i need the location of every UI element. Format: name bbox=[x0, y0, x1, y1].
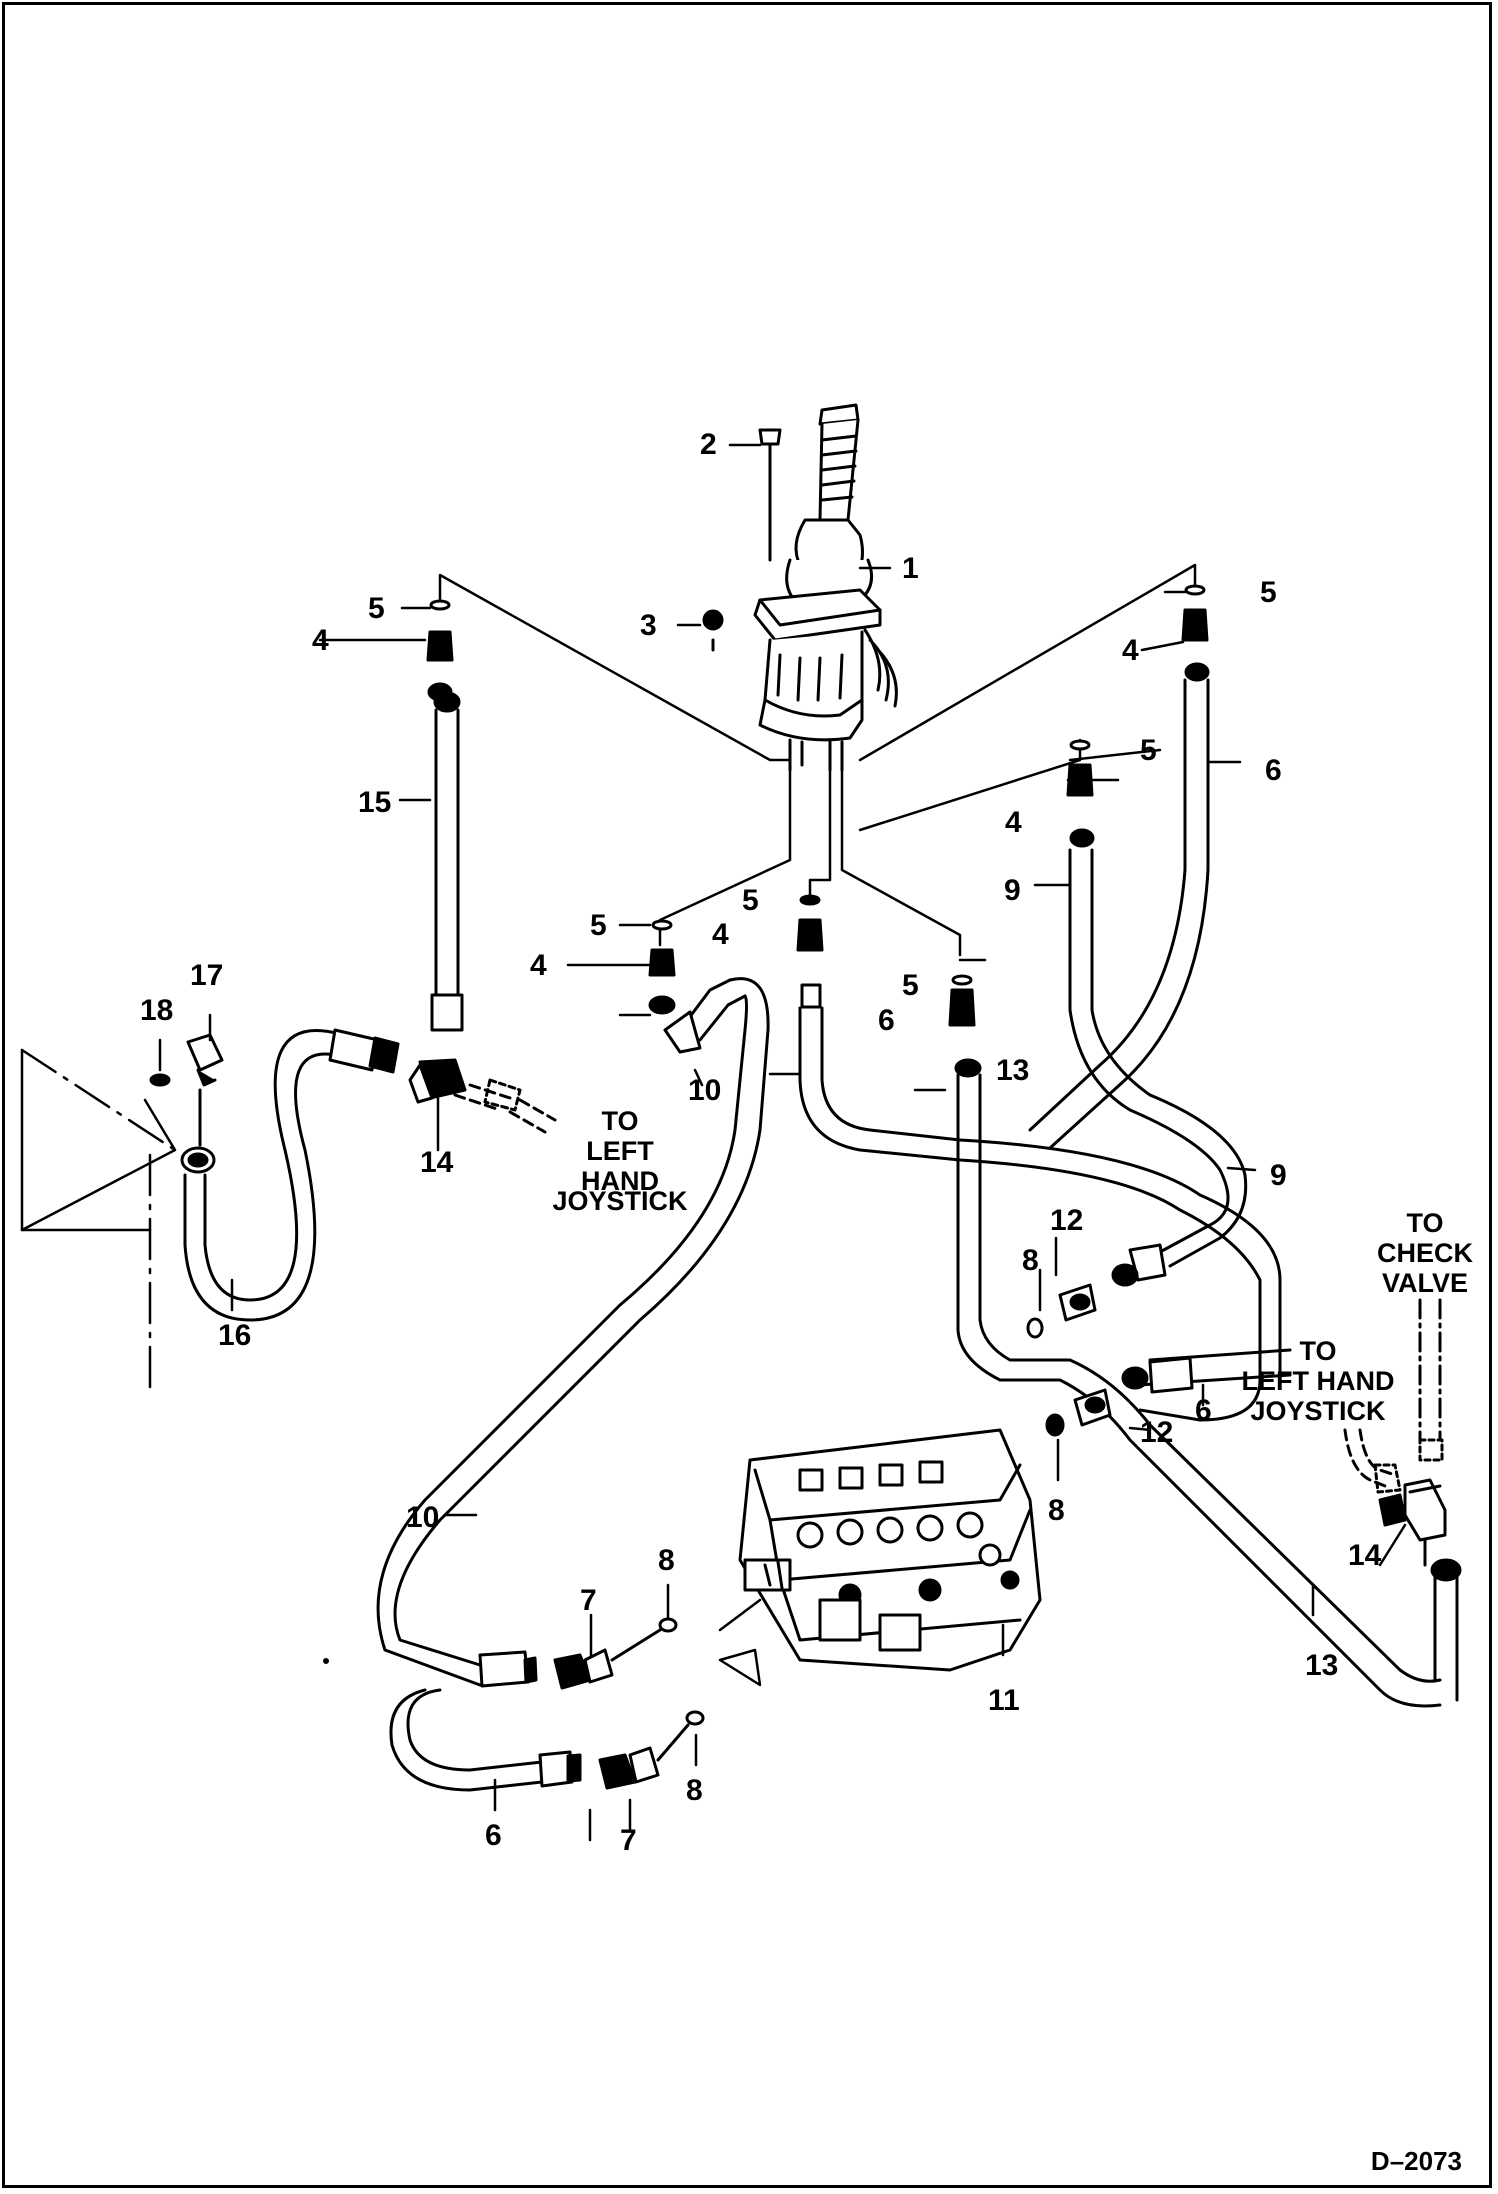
callout-8-upper: 8 bbox=[1022, 1244, 1039, 1277]
leader-lines bbox=[158, 443, 1407, 1842]
callout-5-mid: 5 bbox=[1140, 734, 1157, 767]
callout-10-lower: 10 bbox=[406, 1501, 439, 1534]
callout-8-lower-b: 8 bbox=[686, 1774, 703, 1807]
hose-16 bbox=[180, 1028, 400, 1322]
callout-5-left: 5 bbox=[368, 592, 385, 625]
hose-end-10-lower bbox=[478, 1650, 538, 1688]
hose-6-lower-left bbox=[389, 1688, 582, 1792]
oring-8-lower-a bbox=[610, 1617, 678, 1662]
note-left-hand-joystick-a: TO LEFT HAND JOYSTICK bbox=[552, 1106, 688, 1216]
callout-12-upper: 12 bbox=[1050, 1204, 1083, 1237]
joystick-assembly bbox=[753, 403, 898, 772]
nut-3 bbox=[702, 609, 724, 652]
hose-15 bbox=[430, 691, 464, 1032]
callout-4-center-b: 4 bbox=[712, 918, 729, 951]
svg-text:CHECK: CHECK bbox=[1377, 1238, 1474, 1268]
fitting-12-upper bbox=[1058, 1283, 1097, 1322]
elbow-7-upper bbox=[553, 1648, 614, 1690]
elbow-7-lower bbox=[598, 1746, 660, 1790]
oring-8-lower-b bbox=[656, 1598, 762, 1762]
part-callouts: 2 1 3 5 4 5 4 6 5 4 9 15 5 4 5 4 5 6 13 … bbox=[140, 428, 1382, 1857]
callout-16: 16 bbox=[218, 1319, 251, 1352]
svg-text:VALVE: VALVE bbox=[1382, 1268, 1468, 1298]
callout-13-top: 13 bbox=[996, 1054, 1029, 1087]
hose-9 bbox=[1028, 678, 1248, 1287]
callout-4-mid: 4 bbox=[1005, 806, 1022, 839]
callout-10-top: 10 bbox=[688, 1074, 721, 1107]
svg-text:LEFT HAND: LEFT HAND bbox=[1242, 1366, 1395, 1396]
callout-11: 11 bbox=[988, 1684, 1020, 1717]
svg-text:TO: TO bbox=[1406, 1208, 1443, 1238]
callout-6-center: 6 bbox=[878, 1004, 895, 1037]
svg-text:JOYSTICK: JOYSTICK bbox=[1250, 1396, 1386, 1426]
callout-15: 15 bbox=[358, 786, 391, 819]
callout-6-lower-left: 6 bbox=[485, 1819, 502, 1852]
callout-9-right: 9 bbox=[1270, 1159, 1287, 1192]
control-valve-11 bbox=[738, 1428, 1042, 1672]
callout-8-mid: 8 bbox=[1048, 1494, 1065, 1527]
screw-2 bbox=[758, 428, 782, 562]
svg-text:TO: TO bbox=[1299, 1336, 1336, 1366]
fitting-stack-center-a bbox=[648, 919, 676, 1015]
hose-6-right-lower bbox=[1121, 1348, 1292, 1394]
svg-text:LEFT: LEFT bbox=[586, 1136, 654, 1166]
hose-6-center bbox=[798, 1006, 1282, 1422]
tee-14-left bbox=[408, 1058, 557, 1134]
callout-5-center-c: 5 bbox=[902, 969, 919, 1002]
callout-7-upper: 7 bbox=[580, 1584, 597, 1617]
pilot-line-routes bbox=[20, 563, 1197, 1392]
callout-6-lower-right: 6 bbox=[1195, 1394, 1212, 1427]
callout-18: 18 bbox=[140, 994, 173, 1027]
callout-12-lower: 12 bbox=[1140, 1416, 1173, 1449]
callout-6-right: 6 bbox=[1265, 754, 1282, 787]
fitting-stack-center-c bbox=[948, 974, 982, 1078]
callout-14-left: 14 bbox=[420, 1146, 454, 1179]
callout-3: 3 bbox=[640, 609, 657, 642]
note-left-hand-joystick-b: TO LEFT HAND JOYSTICK bbox=[1242, 1336, 1395, 1426]
callout-5-center-b: 5 bbox=[742, 884, 759, 917]
oring-18 bbox=[149, 1073, 171, 1087]
drawing-code: D–2073 bbox=[1371, 2146, 1462, 2176]
callout-5-center-a: 5 bbox=[590, 909, 607, 942]
svg-text:TO: TO bbox=[601, 1106, 638, 1136]
callout-9-top: 9 bbox=[1004, 874, 1021, 907]
callout-2: 2 bbox=[700, 428, 717, 461]
callout-14-right: 14 bbox=[1348, 1539, 1382, 1572]
oring-8-right bbox=[1026, 1317, 1065, 1437]
hose-10 bbox=[376, 977, 770, 1687]
callout-4-right: 4 bbox=[1122, 634, 1139, 667]
callout-4-center-a: 4 bbox=[530, 949, 547, 982]
elbow-17 bbox=[186, 1033, 224, 1147]
callout-13-bottom: 13 bbox=[1305, 1649, 1338, 1682]
fitting-stack-left bbox=[426, 599, 454, 702]
fitting-stack-center-b bbox=[796, 894, 824, 1009]
callout-7-lower: 7 bbox=[620, 1824, 637, 1857]
callout-1: 1 bbox=[902, 552, 919, 585]
note-check-valve: TO CHECK VALVE bbox=[1377, 1208, 1474, 1298]
fitting-12-lower bbox=[1073, 1388, 1112, 1427]
tee-14-right bbox=[1343, 1298, 1447, 1567]
callout-17: 17 bbox=[190, 959, 223, 992]
callout-5-right: 5 bbox=[1260, 576, 1277, 609]
callout-4-left: 4 bbox=[312, 624, 329, 657]
svg-text:HAND: HAND bbox=[581, 1166, 659, 1196]
callout-8-lower-a: 8 bbox=[658, 1544, 675, 1577]
svg-text:JOYSTICK: JOYSTICK bbox=[552, 1186, 688, 1216]
fitting-stack-right-top bbox=[1181, 584, 1210, 682]
